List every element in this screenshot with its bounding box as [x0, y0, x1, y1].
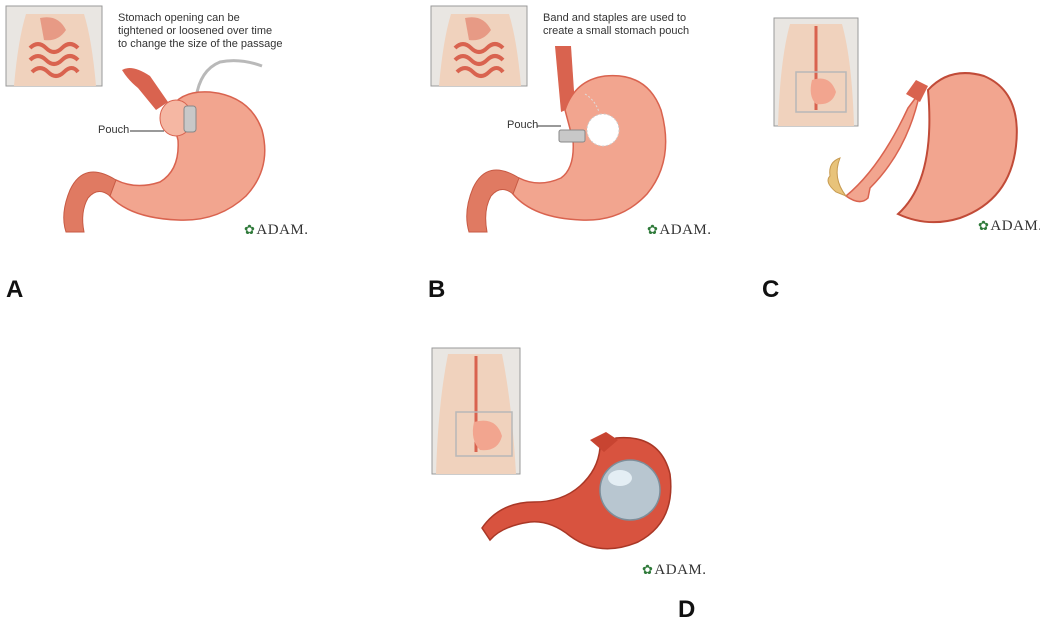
gastric-band-a [184, 106, 196, 132]
panel-letter-b: B [428, 276, 445, 304]
panel-letter-a: A [6, 276, 23, 304]
panel-letter-c: C [762, 276, 779, 304]
caption-a: Stomach opening can be tightened or loos… [118, 12, 283, 51]
torso-inset-c [774, 18, 858, 126]
duodenum-a [64, 172, 116, 232]
panel-c-illustration [760, 0, 1040, 240]
balloon-highlight [608, 470, 632, 486]
leaf-icon: ✿ [978, 218, 989, 233]
torso-inset-b [431, 6, 527, 86]
gastric-balloon [600, 460, 660, 520]
esophagus-c [906, 80, 928, 102]
leaf-icon: ✿ [647, 222, 658, 237]
panel-b: Band and staples are used to create a sm… [425, 0, 715, 240]
torso-inset-d [432, 348, 520, 474]
torso-inset-a [6, 6, 102, 86]
adam-logo-text-b: ADAM. [659, 222, 711, 238]
panel-d-illustration [430, 344, 720, 584]
adam-logo-a: ✿ADAM. [244, 222, 309, 239]
pouch-label-b: Pouch [507, 119, 538, 131]
caption-b: Band and staples are used to create a sm… [543, 12, 689, 38]
esophagus-a [122, 68, 168, 110]
leaf-icon: ✿ [642, 562, 653, 577]
panel-c: ✿ADAM. [760, 0, 1040, 240]
adam-logo-b: ✿ADAM. [647, 222, 712, 239]
duodenum-c [828, 158, 846, 196]
panel-d: ✿ADAM. [430, 344, 720, 584]
adam-logo-text-c: ADAM. [990, 218, 1040, 234]
adam-logo-d: ✿ADAM. [642, 562, 707, 579]
adam-logo-text-a: ADAM. [256, 222, 308, 238]
adam-logo-text-d: ADAM. [654, 562, 706, 578]
panel-letter-d: D [678, 596, 695, 624]
stomach-b [511, 76, 666, 221]
leaf-icon: ✿ [244, 222, 255, 237]
panel-a: Stomach opening can be tightened or loos… [0, 0, 320, 240]
pouch-label-a: Pouch [98, 124, 129, 136]
duodenum-b [467, 170, 519, 232]
adam-logo-c: ✿ADAM. [978, 218, 1040, 235]
staple-line [587, 114, 619, 146]
gastric-band-b [559, 130, 585, 142]
